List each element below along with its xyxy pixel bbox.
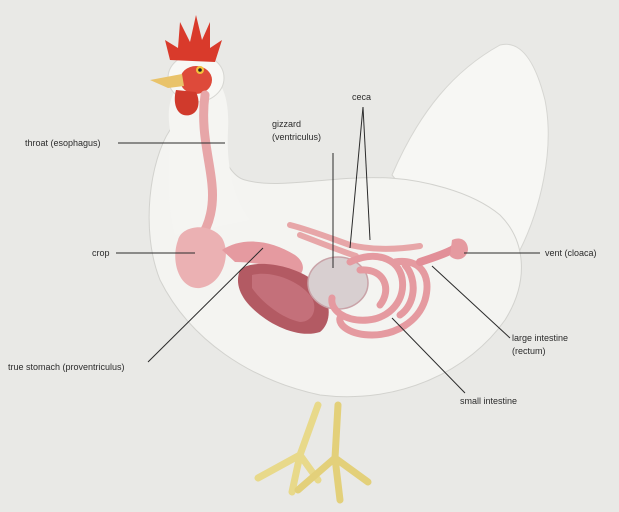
ceca-label: ceca — [352, 92, 371, 102]
gizzard-organ — [308, 257, 368, 309]
gizzard-label-line2: (ventriculus) — [272, 132, 321, 142]
beak — [150, 74, 184, 88]
true-stomach-label: true stomach (proventriculus) — [8, 362, 125, 372]
throat-label: throat (esophagus) — [25, 138, 101, 148]
crop-label: crop — [92, 248, 110, 258]
hen-legs — [258, 405, 368, 500]
leg-right — [298, 405, 368, 500]
pupil — [198, 68, 202, 72]
large-intestine-label-line2: (rectum) — [512, 346, 546, 356]
gizzard-label-line1: gizzard — [272, 119, 301, 129]
face-skin — [180, 66, 212, 94]
small-intestine-label: small intestine — [460, 396, 517, 406]
comb — [165, 15, 222, 62]
large-intestine-label-line1: large intestine — [512, 333, 568, 343]
vent-label: vent (cloaca) — [545, 248, 597, 258]
